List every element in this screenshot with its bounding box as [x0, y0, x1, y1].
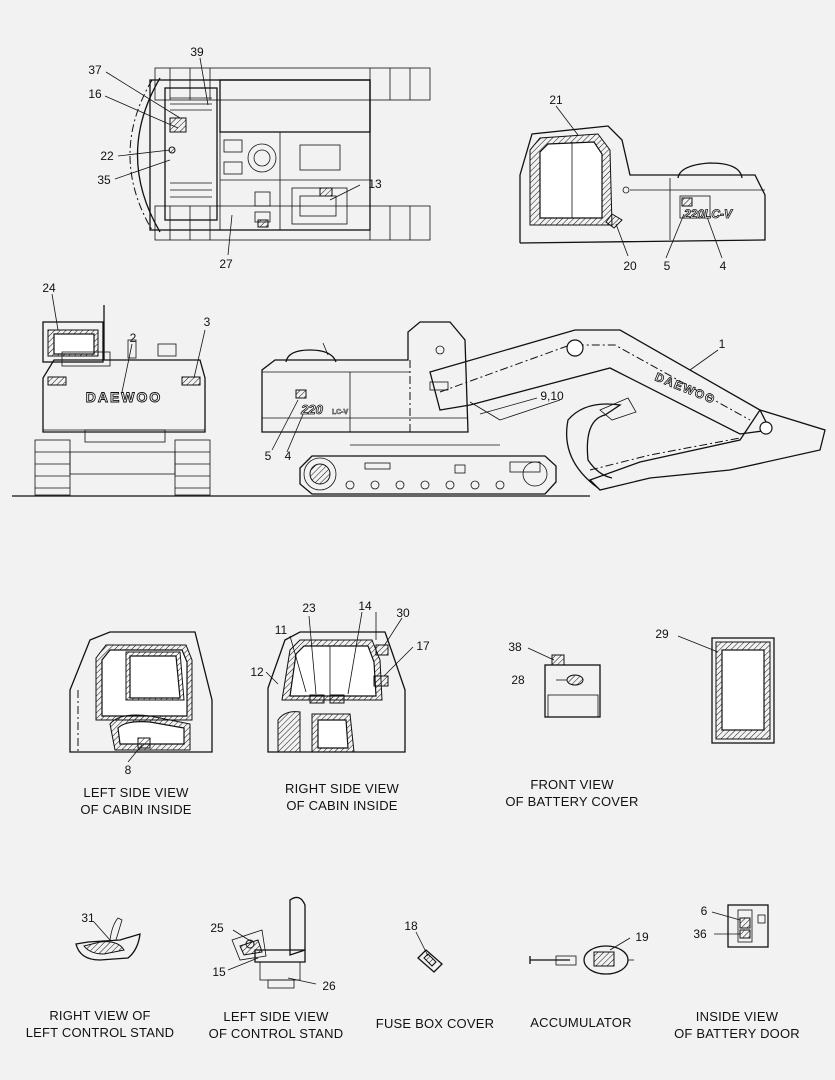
- top-view-machine: [104, 57, 431, 256]
- caption-right-cabin-line2: OF CABIN INSIDE: [286, 798, 398, 813]
- callout-19: 19: [635, 930, 649, 944]
- callout-4-side: 4: [285, 449, 292, 463]
- caption-left-cabin-line2: OF CABIN INSIDE: [80, 802, 192, 817]
- caption-left-cabin-inside: LEFT SIDE VIEW OF CABIN INSIDE: [56, 784, 216, 818]
- model-suffix-side: LC-V: [332, 409, 349, 416]
- caption-left-control-stand-line2: LEFT CONTROL STAND: [25, 1025, 175, 1040]
- caption-right-cabin-inside: RIGHT SIDE VIEW OF CABIN INSIDE: [262, 780, 422, 814]
- control-stand-seat-view: [227, 896, 317, 989]
- caption-battery-door-inside: INSIDE VIEW OF BATTERY DOOR: [662, 1008, 812, 1042]
- callout-5-top: 5: [664, 259, 671, 273]
- callout-37: 37: [88, 63, 102, 77]
- caption-battery-cover-line2: OF BATTERY COVER: [505, 794, 639, 809]
- caption-battery-cover-line1: FRONT VIEW: [530, 777, 614, 792]
- callout-29: 29: [655, 627, 669, 641]
- callout-3: 3: [204, 315, 211, 329]
- callout-27: 27: [219, 257, 233, 271]
- right-cabin-inside-view: [265, 611, 414, 753]
- callout-38: 38: [508, 640, 522, 654]
- model-decal-side: 220: [300, 402, 323, 417]
- battery-door-top-view: [677, 635, 775, 744]
- callout-6: 6: [701, 904, 708, 918]
- accumulator-view: [529, 937, 634, 975]
- callout-28: 28: [511, 673, 525, 687]
- callout-21: 21: [549, 93, 563, 107]
- callout-16: 16: [88, 87, 102, 101]
- brand-decal-boom: DAEWOO: [653, 370, 718, 407]
- callout-31: 31: [81, 911, 95, 925]
- rear-view-machine: [34, 293, 211, 496]
- caption-accumulator-line1: ACCUMULATOR: [530, 1015, 632, 1030]
- callout-36: 36: [693, 927, 707, 941]
- caption-right-cabin-line1: RIGHT SIDE VIEW: [285, 781, 399, 796]
- caption-fuse-box-cover-line1: FUSE BOX COVER: [375, 1016, 495, 1031]
- callout-20: 20: [623, 259, 637, 273]
- caption-left-cabin-line1: LEFT SIDE VIEW: [83, 785, 189, 800]
- callout-11: 11: [275, 623, 288, 637]
- callout-4-top: 4: [720, 259, 727, 273]
- callout-9-10: 9,10: [540, 389, 564, 403]
- brand-decal-rear: DAEWOO: [86, 389, 163, 405]
- callout-14: 14: [358, 599, 372, 613]
- fuse-box-cover-view: [415, 931, 443, 973]
- callout-23: 23: [302, 601, 316, 615]
- callout-26: 26: [322, 979, 336, 993]
- callout-12: 12: [250, 665, 264, 679]
- left-cabin-inside-view: [69, 631, 213, 763]
- caption-left-control-stand: RIGHT VIEW OF LEFT CONTROL STAND: [12, 1007, 188, 1041]
- callout-1: 1: [719, 337, 726, 351]
- model-decal-cab: 220LC-V: [683, 207, 733, 221]
- caption-control-stand-line1: LEFT SIDE VIEW: [223, 1009, 329, 1024]
- left-control-stand-view: [75, 917, 141, 961]
- callout-30: 30: [396, 606, 410, 620]
- caption-control-stand-line2: OF CONTROL STAND: [208, 1026, 344, 1041]
- callout-35: 35: [97, 173, 111, 187]
- caption-battery-door-line2: OF BATTERY DOOR: [674, 1026, 800, 1041]
- callout-18: 18: [404, 919, 418, 933]
- callout-24: 24: [42, 281, 56, 295]
- caption-left-control-stand-line1: RIGHT VIEW OF: [49, 1008, 151, 1023]
- callout-8: 8: [125, 763, 132, 777]
- callout-15: 15: [212, 965, 226, 979]
- callout-numbers: 39 37 16 22 35 13 27 21 20 5 4 24 2 3 1 …: [42, 45, 726, 993]
- battery-door-inside-view: [711, 904, 769, 948]
- callout-5-side: 5: [265, 449, 272, 463]
- caption-battery-door-line1: INSIDE VIEW: [695, 1009, 779, 1024]
- caption-fuse-box-cover: FUSE BOX COVER: [362, 1015, 508, 1032]
- callout-17: 17: [416, 639, 430, 653]
- caption-battery-cover: FRONT VIEW OF BATTERY COVER: [492, 776, 652, 810]
- callout-25: 25: [210, 921, 224, 935]
- callout-22: 22: [100, 149, 114, 163]
- caption-accumulator: ACCUMULATOR: [516, 1014, 646, 1031]
- caption-control-stand: LEFT SIDE VIEW OF CONTROL STAND: [196, 1008, 356, 1042]
- callout-13: 13: [368, 177, 382, 191]
- battery-cover-view: [527, 647, 601, 718]
- upper-right-side-view: [519, 105, 766, 259]
- callout-39: 39: [190, 45, 204, 59]
- side-view-excavator: [261, 321, 826, 495]
- callout-2: 2: [130, 331, 137, 345]
